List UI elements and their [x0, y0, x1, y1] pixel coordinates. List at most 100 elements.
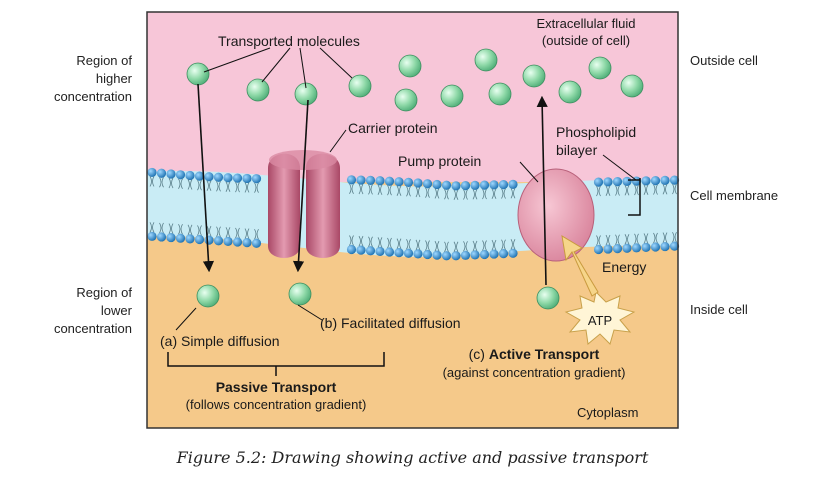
lipid-head: [365, 175, 376, 185]
lipid-head: [242, 238, 252, 248]
lipid-head: [375, 246, 385, 256]
lipid-tail: [358, 183, 364, 247]
extracellular-label-2: (outside of cell): [542, 33, 630, 48]
atp-burst: [564, 290, 636, 345]
lipid-head: [641, 176, 651, 186]
lipid-head: [470, 180, 480, 190]
extracellular-label-1: Extracellular fluid: [537, 16, 636, 31]
lipid-head: [498, 179, 509, 190]
lipid-head: [185, 170, 195, 181]
lipid-tail: [254, 182, 259, 240]
lipid-head: [156, 168, 167, 178]
lipid-head: [508, 179, 518, 189]
lipid-tail: [187, 179, 193, 236]
lipid-head: [232, 237, 243, 247]
molecule: [196, 284, 220, 308]
simple-diffusion-label: (a) Simple diffusion: [160, 333, 280, 349]
bilayer-bracket: [628, 178, 641, 216]
lipid-tail: [225, 181, 231, 238]
lipid-tail: [197, 179, 202, 236]
molecule: [440, 84, 464, 108]
lipid-head: [194, 234, 205, 245]
lipid-head: [593, 177, 604, 187]
transported-molecules-label: Transported molecules: [218, 33, 360, 49]
lipid-head: [479, 180, 490, 190]
lipid-head: [403, 177, 414, 187]
passive-transport-label: Passive Transport: [216, 379, 337, 395]
lipid-head: [631, 243, 642, 253]
lipid-head: [413, 178, 423, 188]
lipid-tail: [168, 177, 174, 234]
lipid-tail: [159, 177, 164, 234]
lipid-tail: [501, 188, 506, 250]
lipid-head: [612, 244, 623, 254]
lipid-tail: [615, 185, 620, 245]
lipid-head: [156, 232, 167, 242]
lipid-tail: [387, 185, 392, 249]
lipid-head: [622, 176, 632, 186]
molecule: [620, 74, 644, 98]
transported-molecules: [186, 48, 644, 310]
lipid-head: [166, 169, 176, 179]
active-transport-label: (c) Active Transport: [469, 346, 600, 362]
lipid-head: [384, 176, 395, 186]
lipid-tail: [605, 185, 611, 246]
lipid-tail: [149, 176, 155, 233]
lipid-tail: [425, 187, 430, 251]
molecule: [558, 80, 582, 104]
lipid-head: [641, 242, 651, 253]
lipid-head: [365, 246, 376, 256]
lipid-head: [479, 249, 490, 260]
lipid-head: [175, 233, 186, 243]
lipid-head: [441, 251, 452, 261]
lipid-head: [451, 251, 461, 261]
lipid-tail: [672, 183, 677, 243]
label-inside-cell: Inside cell: [690, 302, 748, 317]
lipid-tail: [653, 184, 658, 244]
facilitated-diffusion-label: (b) Facilitated diffusion: [320, 315, 461, 331]
active-prefix: (c): [469, 346, 485, 362]
lipid-head: [213, 236, 224, 246]
simple-diffusion-arrow: [197, 83, 215, 273]
lipid-tail: [596, 185, 601, 246]
lipid-head: [669, 241, 680, 251]
figure-caption: Figure 5.2: Drawing showing active and p…: [176, 448, 649, 467]
active-transport-title: Active Transport: [489, 346, 600, 362]
lipid-tail: [662, 184, 668, 243]
lipid-tail: [216, 181, 221, 237]
lipid-tail: [643, 184, 649, 244]
phospholipid-label-1: Phospholipid: [556, 124, 636, 140]
lipid-head: [660, 241, 670, 252]
lipid-tail: [178, 178, 183, 235]
molecule: [474, 48, 498, 72]
lipid-head: [394, 177, 404, 187]
label-region-higher: Region of higher concentration: [53, 53, 132, 104]
lipid-tail: [482, 188, 487, 251]
molecule: [522, 64, 546, 88]
transport-diagram: Transported molecules Extracellular flui…: [146, 11, 680, 429]
energy-label: Energy: [602, 259, 646, 275]
lipid-head: [346, 244, 357, 255]
molecule: [348, 74, 372, 98]
lipid-head: [622, 243, 632, 253]
carrier-protein: [268, 150, 340, 258]
lipid-head: [147, 231, 157, 241]
lipid-head: [603, 177, 613, 187]
energy-arrow: [561, 235, 599, 297]
carrier-protein-label: Carrier protein: [348, 120, 437, 136]
lipid-head: [603, 244, 613, 254]
lipid-tail: [634, 184, 639, 245]
lipid-head: [232, 173, 243, 183]
lipid-head: [498, 249, 509, 259]
phospholipid-heads-bottom: [147, 231, 680, 261]
lipid-head: [660, 175, 670, 185]
lipid-head: [470, 250, 480, 260]
lipid-head: [204, 235, 214, 245]
lipid-tail: [415, 186, 421, 251]
lipid-head: [213, 172, 224, 182]
lipid-tail: [434, 188, 440, 252]
lipid-head: [650, 242, 661, 252]
lipid-head: [422, 179, 433, 189]
lipid-tail: [510, 188, 516, 250]
passive-transport-bracket: [167, 352, 385, 376]
